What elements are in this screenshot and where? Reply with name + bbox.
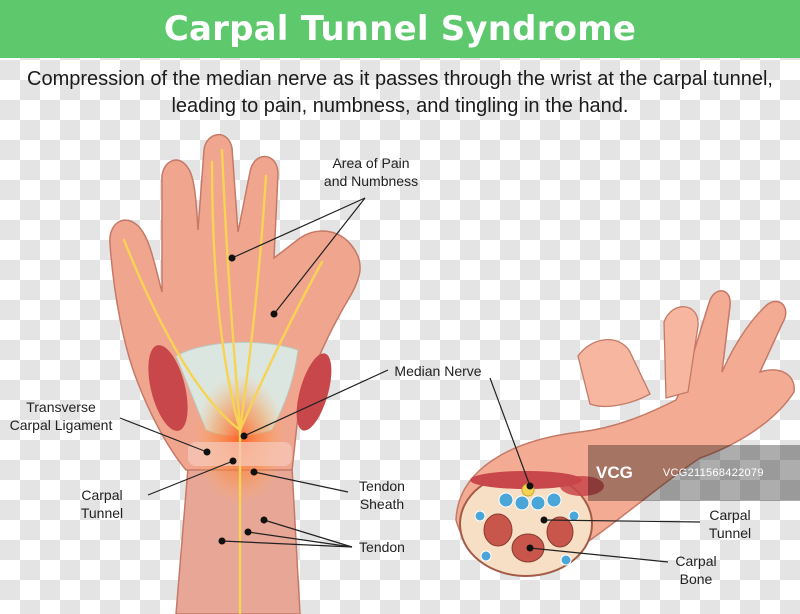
watermark-id: VCG211568422079: [662, 467, 764, 479]
label-tendon: Tendon: [359, 539, 405, 555]
section-ligament-top: [470, 471, 582, 489]
label-tendon-sheath: Tendon Sheath: [359, 478, 405, 512]
watermark-logo: VCG: [596, 463, 633, 482]
hand-palm-view: [109, 134, 361, 614]
thenar-muscle-left: [148, 345, 188, 431]
fingers-curled: [577, 339, 651, 407]
page-description: Compression of the median nerve as it pa…: [27, 68, 773, 117]
label-area-of-pain: Area of Pain and Numbness: [323, 155, 419, 189]
transverse-carpal-ligament: [188, 442, 292, 466]
callout-dots: [203, 254, 548, 552]
label-median-nerve: Median Nerve: [394, 363, 482, 379]
callout-lines: [119, 197, 701, 563]
label-carpal-bone: Carpal Bone: [675, 553, 717, 587]
label-carpal-tunnel-right: Carpal Tunnel: [708, 507, 752, 541]
watermark: VCG VCG211568422079: [588, 445, 800, 501]
title-bar: Carpal Tunnel Syndrome: [0, 0, 800, 58]
hand-cross-section-view: [455, 290, 795, 577]
tendon-cross-sections: [474, 492, 580, 566]
label-transverse-carpal-ligament: Transverse Carpal Ligament: [9, 399, 113, 433]
page-title: Carpal Tunnel Syndrome: [163, 9, 637, 49]
hypothenar-muscle-right: [296, 353, 332, 431]
thumb-top: [663, 306, 699, 399]
carpal-bones: [483, 513, 574, 563]
side-muscle: [560, 476, 604, 496]
label-carpal-tunnel-left: Carpal Tunnel: [80, 487, 124, 521]
